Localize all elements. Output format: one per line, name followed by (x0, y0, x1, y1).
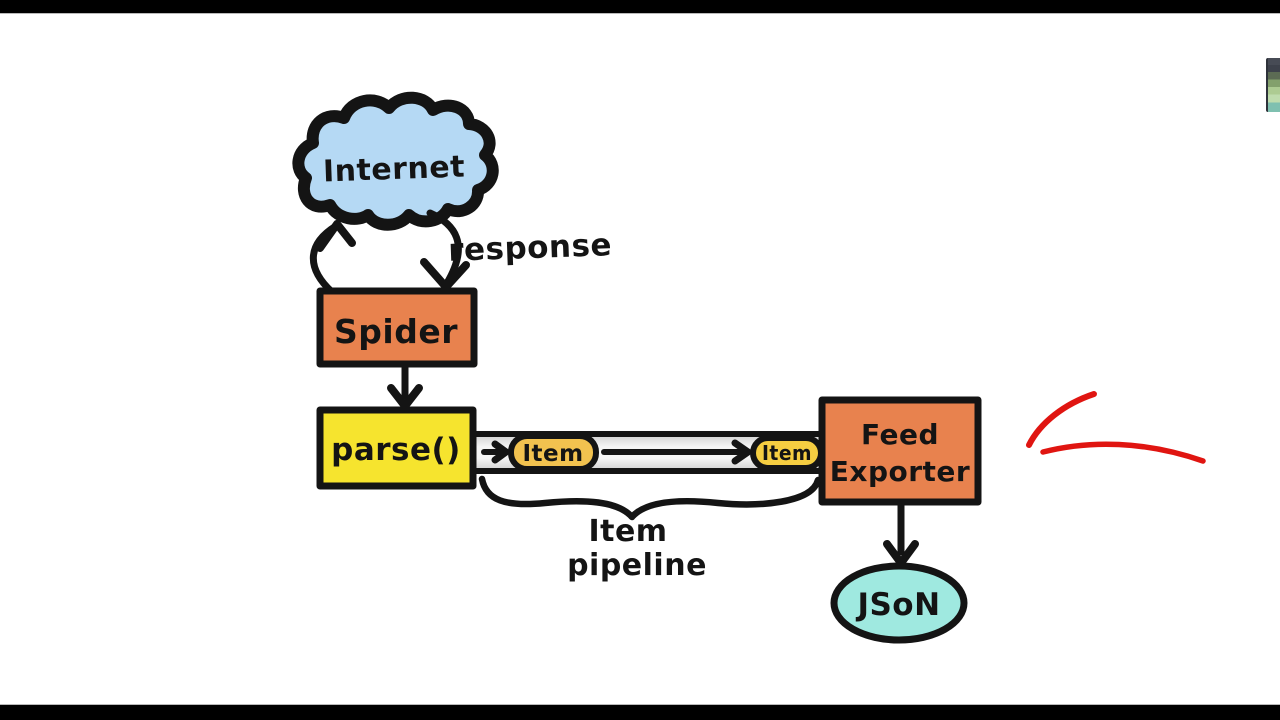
request-arrow (309, 220, 356, 296)
response-arrow-line (426, 209, 462, 287)
item-badge-second: Item (750, 435, 824, 471)
internet-label: Internet (322, 150, 465, 190)
item-pipeline-label-line2: pipeline (567, 548, 707, 583)
feed-to-json-arrow (883, 499, 919, 567)
pipe-short-arrow (481, 440, 510, 464)
response-arrow: response (420, 209, 613, 291)
spider-label: Spider (334, 312, 458, 351)
spider-node: Spider (316, 287, 478, 368)
pipe-long-arrowhead-icon (731, 439, 752, 465)
parse-label: parse() (331, 432, 461, 468)
json-output-node: JSoN (830, 562, 968, 644)
feed-exporter-label-line2: Exporter (830, 455, 970, 488)
letterbox-bottom-bar (0, 704, 1280, 720)
cloud-shape (292, 91, 499, 231)
internet-cloud-node: Internet (292, 91, 499, 231)
feed-exporter-node: Feed Exporter (818, 396, 982, 506)
feed-exporter-label-line1: Feed (861, 418, 939, 451)
spider-to-parse-arrowhead-icon (387, 384, 423, 410)
item-badge-first: Item (508, 433, 599, 472)
item-pipeline-label-line1: Item (588, 514, 667, 549)
item-second-label: Item (762, 441, 812, 465)
response-label: response (448, 227, 613, 269)
json-label: JSoN (855, 587, 940, 623)
spider-to-parse-arrow (387, 362, 423, 410)
item-pipeline-brace: Item pipeline (478, 475, 822, 583)
item-first-oval (508, 433, 599, 472)
brace-shape (478, 475, 822, 521)
diagram-ink-layer: Internet response Spider (292, 91, 1206, 644)
letterbox-top-bar (0, 0, 1280, 14)
request-arrowhead-icon (316, 220, 356, 252)
red-annotation-upper-stroke (1026, 391, 1097, 448)
red-pen-annotation (1026, 391, 1206, 464)
pipe-short-arrowhead-icon (491, 440, 510, 464)
parse-node: parse() (316, 406, 477, 490)
item-first-label: Item (522, 441, 583, 467)
spider-box (316, 287, 478, 368)
parse-box (316, 406, 477, 490)
red-annotation-lower-stroke (1040, 441, 1206, 464)
pipe-long-arrow (601, 439, 752, 465)
clipped-edge-icon (1266, 58, 1280, 112)
response-arrowhead-icon (420, 258, 470, 291)
json-ellipse (830, 562, 968, 644)
